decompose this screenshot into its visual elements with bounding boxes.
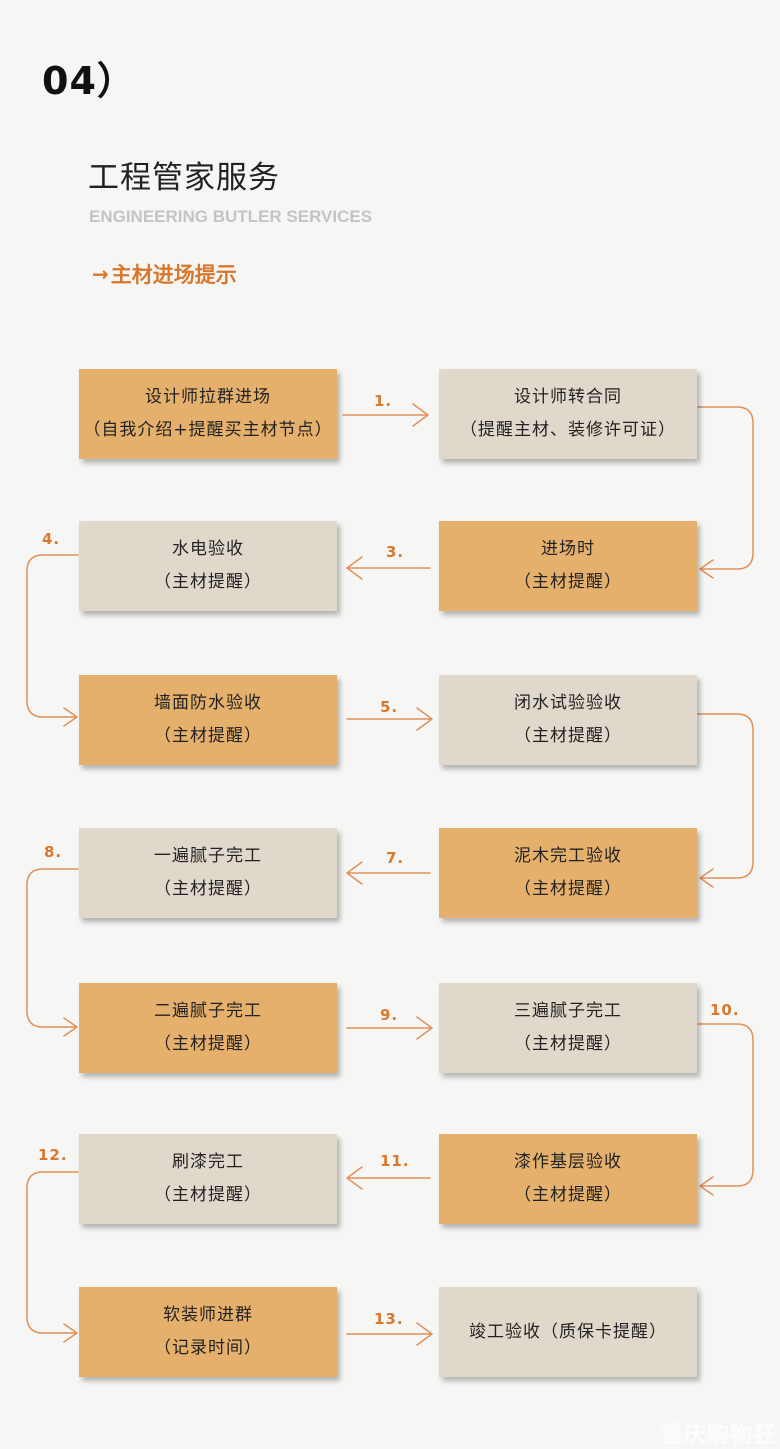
step-note: （主材提醒）: [154, 726, 262, 746]
connector-label-8: 8.: [44, 843, 63, 861]
connector-8: [26, 868, 79, 1037]
connector-12: [26, 1171, 79, 1343]
step-note: （主材提醒）: [154, 572, 262, 592]
step-box-9: 二遍腻子完工 （主材提醒）: [79, 983, 337, 1073]
step-note: （自我介绍+提醒买主材节点）: [83, 420, 333, 440]
connector-9: [346, 1016, 433, 1040]
step-box-12: 刷漆完工 （主材提醒）: [79, 1134, 337, 1224]
page-number-bracket: ）: [96, 59, 136, 103]
step-box-14: 竣工验收（质保卡提醒）: [439, 1287, 697, 1377]
connector-label-10: 10.: [710, 1001, 740, 1019]
step-title: 竣工验收（质保卡提醒）: [469, 1321, 667, 1342]
step-note: （提醒主材、装修许可证）: [460, 420, 676, 440]
step-note: （主材提醒）: [514, 726, 622, 746]
connector-label-7: 7.: [386, 849, 405, 867]
step-note: （主材提醒）: [514, 572, 622, 592]
page-subtitle: ENGINEERING BUTLER SERVICES: [89, 207, 373, 226]
step-title: 软装师进群: [163, 1305, 253, 1325]
connector-3: [346, 556, 431, 580]
connector-1: [342, 403, 429, 427]
step-box-2: 设计师转合同 （提醒主材、装修许可证）: [439, 369, 697, 459]
step-title: 水电验收: [172, 539, 244, 559]
connector-7: [346, 861, 431, 885]
section-heading: → 主材进场提示: [92, 259, 237, 289]
step-box-8: 一遍腻子完工 （主材提醒）: [79, 828, 337, 918]
step-box-4: 水电验收 （主材提醒）: [79, 521, 337, 611]
connector-13: [346, 1322, 433, 1346]
step-note: （主材提醒）: [154, 1034, 262, 1054]
step-title: 三遍腻子完工: [514, 1001, 622, 1021]
step-box-10: 三遍腻子完工 （主材提醒）: [439, 983, 697, 1073]
step-note: （主材提醒）: [154, 879, 262, 899]
connector-2: [697, 406, 754, 579]
connector-10: [697, 1023, 754, 1196]
step-note: （主材提醒）: [514, 879, 622, 899]
step-box-5: 墙面防水验收 （主材提醒）: [79, 675, 337, 765]
step-title: 一遍腻子完工: [154, 846, 262, 866]
section-label: 主材进场提示: [110, 263, 237, 287]
watermark: 重庆购物狂: [660, 1423, 776, 1448]
step-box-7: 泥木完工验收 （主材提醒）: [439, 828, 697, 918]
step-box-13: 软装师进群 （记录时间）: [79, 1287, 337, 1377]
connector-label-11: 11.: [380, 1152, 410, 1170]
step-note: （主材提醒）: [514, 1185, 622, 1205]
step-box-6: 闭水试验验收 （主材提醒）: [439, 675, 697, 765]
connector-label-5: 5.: [380, 698, 399, 716]
step-title: 漆作基层验收: [514, 1152, 622, 1172]
step-note: （记录时间）: [154, 1338, 262, 1358]
connector-11: [346, 1166, 431, 1190]
step-box-11: 漆作基层验收 （主材提醒）: [439, 1134, 697, 1224]
connector-5: [346, 707, 433, 731]
step-title: 二遍腻子完工: [154, 1001, 262, 1021]
step-note: （主材提醒）: [154, 1185, 262, 1205]
step-note: （主材提醒）: [514, 1034, 622, 1054]
step-title: 闭水试验验收: [514, 693, 622, 713]
step-title: 刷漆完工: [172, 1152, 244, 1172]
step-box-3: 进场时 （主材提醒）: [439, 521, 697, 611]
step-title: 设计师转合同: [514, 387, 622, 407]
step-title: 墙面防水验收: [154, 693, 262, 713]
page-number: 04）: [42, 59, 136, 103]
connector-label-1: 1.: [374, 392, 393, 410]
connector-label-4: 4.: [42, 530, 61, 548]
step-box-1: 设计师拉群进场 （自我介绍+提醒买主材节点）: [79, 369, 337, 459]
connector-label-3: 3.: [386, 543, 405, 561]
connector-label-13: 13.: [374, 1310, 404, 1328]
page-title: 工程管家服务: [88, 160, 280, 196]
arrow-right-icon: →: [92, 262, 109, 286]
step-title: 进场时: [541, 539, 595, 559]
connector-4: [26, 554, 79, 727]
connector-label-12: 12.: [38, 1146, 68, 1164]
step-title: 泥木完工验收: [514, 846, 622, 866]
connector-label-9: 9.: [380, 1006, 399, 1024]
connector-6: [697, 713, 754, 888]
step-title: 设计师拉群进场: [145, 387, 271, 407]
